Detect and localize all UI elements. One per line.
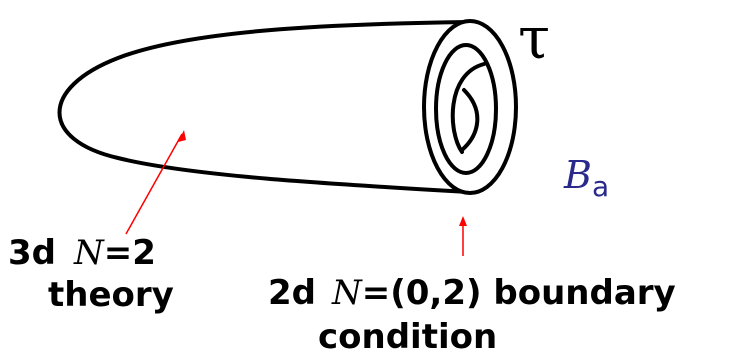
bc-label-line2: condition <box>318 317 497 357</box>
boundary-outer-ellipse <box>422 19 518 195</box>
bulk-label-prefix: 3d <box>8 233 56 273</box>
boundary-cycle-curve-2 <box>460 88 480 152</box>
bc-label-line1: 2d N=(0,2) boundary <box>268 273 676 313</box>
boundary-label-main: B <box>563 153 592 197</box>
boundary-arrow-head <box>459 216 467 226</box>
bulk-label-suffix: =2 <box>104 233 156 273</box>
bulk-arrow-line <box>125 133 183 235</box>
bc-label-suffix: =(0,2) boundary <box>362 273 676 313</box>
bulk-label-line2: theory <box>48 275 174 315</box>
bulk-label-symbol: N <box>73 233 105 273</box>
bc-label-prefix: 2d <box>268 273 316 313</box>
boundary-label: Ba <box>563 153 609 203</box>
bulk-arrow-head <box>178 130 186 142</box>
bulk-outline <box>57 20 469 194</box>
boundary-inner-ellipse <box>434 43 498 175</box>
bulk-label-line1: 3d N=2 <box>8 233 156 273</box>
boundary-label-sub: a <box>592 170 609 203</box>
tau-label: τ <box>518 4 550 72</box>
bc-label-symbol: N <box>331 273 363 313</box>
boundary-cycle-curve <box>450 62 486 154</box>
